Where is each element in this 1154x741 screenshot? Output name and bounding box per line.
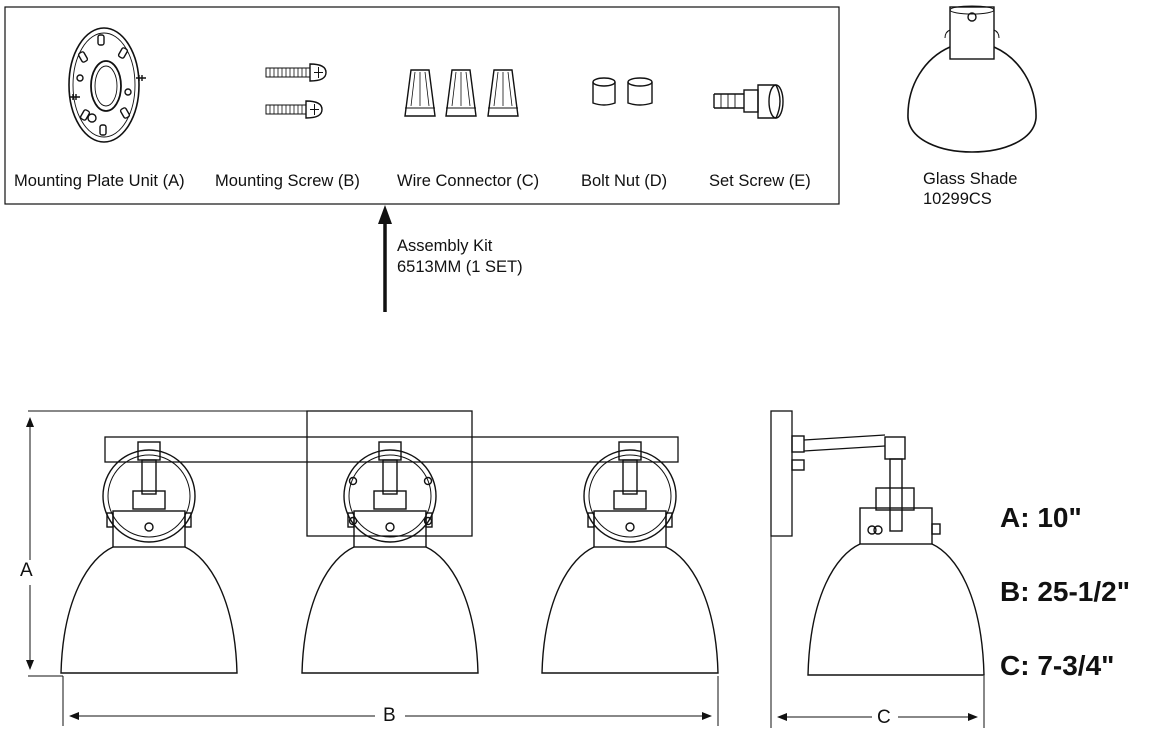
part-label-set-screw: Set Screw (E) [709, 172, 811, 190]
side-view-fixture [770, 410, 985, 676]
part-label-mounting-screw: Mounting Screw (B) [215, 172, 360, 190]
dimension-value-c: C: 7-3/4" [1000, 650, 1115, 681]
dimension-value-b: B: 25-1/2" [1000, 576, 1130, 607]
glass-shade-icon [907, 5, 1037, 153]
mounting-plate-icon [68, 27, 146, 143]
part-label-mounting-plate: Mounting Plate Unit (A) [14, 172, 185, 190]
front-view-fixture [60, 410, 719, 674]
dimension-letter-b: B [383, 705, 396, 726]
assembly-kit-arrow [378, 205, 392, 312]
part-label-bolt-nut: Bolt Nut (D) [581, 172, 668, 190]
assembly-kit-code: 6513MM (1 SET) [397, 258, 523, 276]
set-screw-icon [713, 84, 784, 119]
dimension-line-a [26, 410, 307, 677]
glass-shade-name: Glass Shade [923, 170, 1018, 188]
assembly-kit-box [4, 6, 840, 205]
dimension-letter-c: C [877, 707, 891, 728]
mounting-screw-icon [265, 63, 327, 119]
wire-connector-icon [404, 69, 519, 117]
bolt-nut-icon [592, 77, 653, 106]
dimension-letter-a: A [20, 560, 33, 581]
dimension-line-b [62, 676, 719, 726]
glass-shade-code: 10299CS [923, 190, 992, 208]
assembly-kit-label: Assembly Kit [397, 237, 493, 255]
part-label-wire-connector: Wire Connector (C) [397, 172, 540, 190]
dimension-value-a: A: 10" [1000, 502, 1082, 533]
dimension-line-c [770, 536, 985, 728]
